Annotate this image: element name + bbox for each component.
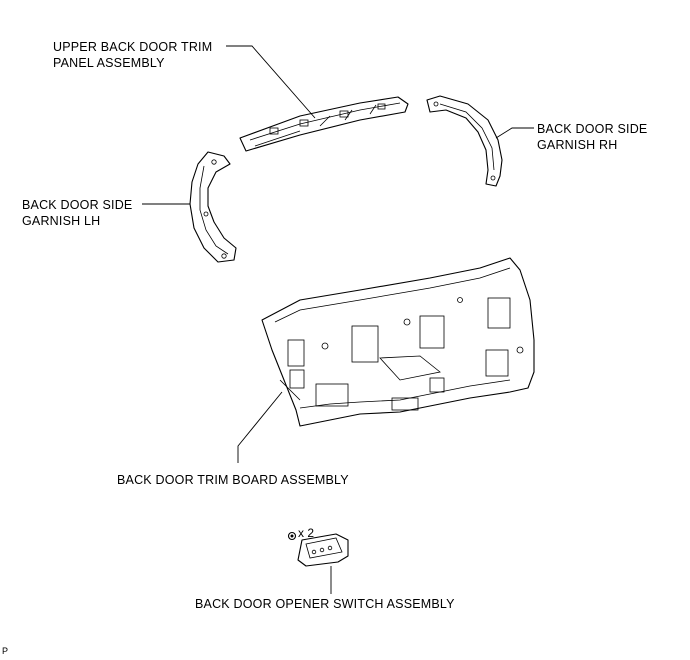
- label-upper-trim-panel-line2: PANEL ASSEMBLY: [53, 56, 165, 70]
- opener-switch: [297, 533, 349, 567]
- label-side-garnish-rh: BACK DOOR SIDE GARNISH RH: [537, 121, 647, 153]
- side-garnish-lh: [189, 151, 237, 263]
- label-upper-trim-panel-line1: UPPER BACK DOOR TRIM: [53, 40, 213, 54]
- leader-side-rh: [495, 127, 534, 139]
- label-opener-switch: BACK DOOR OPENER SWITCH ASSEMBLY: [195, 597, 455, 611]
- label-side-garnish-lh: BACK DOOR SIDE GARNISH LH: [22, 197, 132, 229]
- label-side-garnish-rh-line1: BACK DOOR SIDE: [537, 122, 648, 136]
- label-side-garnish-rh-line2: GARNISH RH: [537, 138, 618, 152]
- label-side-garnish-lh-line2: GARNISH LH: [22, 214, 101, 228]
- leader-upper-panel: [226, 45, 316, 119]
- trim-board: [261, 257, 535, 427]
- upper-trim-panel: [239, 96, 409, 152]
- side-garnish-rh: [426, 95, 503, 187]
- diagram-code: P: [2, 646, 9, 656]
- label-clip-quantity: x 2: [298, 526, 315, 540]
- clip-icon: [287, 531, 297, 541]
- leader-trim-board: [237, 391, 283, 463]
- label-upper-trim-panel: UPPER BACK DOOR TRIM PANEL ASSEMBLY: [53, 39, 212, 71]
- label-trim-board: BACK DOOR TRIM BOARD ASSEMBLY: [117, 473, 349, 487]
- label-side-garnish-lh-line1: BACK DOOR SIDE: [22, 198, 133, 212]
